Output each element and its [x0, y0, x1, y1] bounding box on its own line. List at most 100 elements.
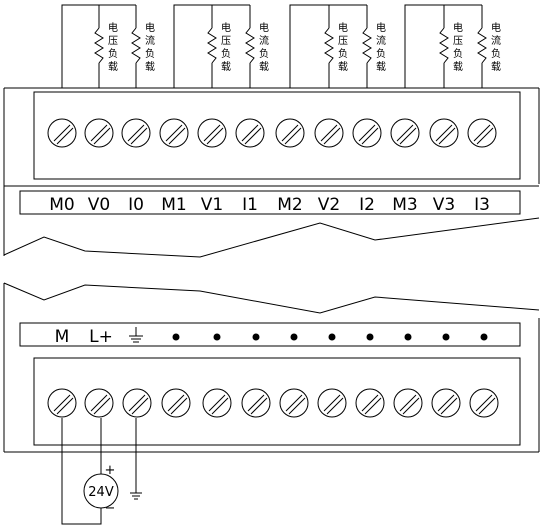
- voltage-load-char: 压: [108, 35, 118, 47]
- terminal-label-i1: I1: [242, 195, 258, 215]
- supply-voltage-label: 24V: [88, 485, 114, 500]
- voltage-load-char: 压: [338, 35, 348, 47]
- top-screw-terminal: [467, 118, 497, 148]
- bottom-screw-row: [47, 388, 499, 418]
- bottom-screw-terminal: [161, 388, 191, 418]
- top-screw-terminal: [429, 118, 459, 148]
- top-terminal-block: [33, 91, 521, 180]
- current-load-char: 负: [145, 47, 155, 60]
- bottom-screw-terminal: [393, 388, 423, 418]
- voltage-load-char: 电: [338, 21, 348, 34]
- lower-module-outline: [3, 282, 540, 453]
- voltage-load-char: 负: [453, 47, 463, 60]
- voltage-load-char: 压: [221, 35, 231, 47]
- bottom-screw-terminal: [202, 388, 232, 418]
- bottom-screw-terminal: [279, 388, 309, 418]
- resistor-icon: [324, 27, 334, 64]
- voltage-load-char: 负: [221, 47, 231, 60]
- bottom-screw-terminal: [317, 388, 347, 418]
- top-screw-terminal: [352, 118, 382, 148]
- resistor-icon: [439, 27, 449, 64]
- supply-minus-sign: −: [105, 501, 116, 516]
- unused-terminal-marker: [366, 333, 374, 341]
- voltage-load-char: 压: [453, 35, 463, 47]
- supply-wiring: [61, 418, 142, 525]
- bottom-screw-terminal: [84, 388, 114, 418]
- bottom-label-strip: [19, 322, 521, 347]
- unused-terminal-markers: [172, 333, 488, 341]
- unused-terminal-marker: [404, 333, 412, 341]
- upper-module-outline: [3, 87, 540, 258]
- terminal-label-m0: M0: [49, 195, 74, 215]
- bottom-terminal-block: [33, 357, 521, 446]
- bottom-screw-terminal: [355, 388, 385, 418]
- terminal-label-i3: I3: [474, 195, 490, 215]
- terminal-label-v0: V0: [88, 195, 110, 215]
- terminal-label-m1: M1: [161, 195, 186, 215]
- supply-plus-sign: +: [105, 463, 116, 478]
- unused-terminal-marker: [172, 333, 180, 341]
- voltage-load-char: 负: [108, 47, 118, 60]
- voltage-load-char: 电: [108, 21, 118, 34]
- unused-terminal-marker: [252, 333, 260, 341]
- current-load-char: 载: [145, 61, 155, 73]
- top-screw-terminal: [84, 118, 114, 148]
- top-label-strip: [19, 190, 521, 215]
- bottom-screw-terminal: [122, 388, 152, 418]
- voltage-load-char: 载: [338, 61, 348, 73]
- current-load-char: 载: [376, 61, 386, 73]
- top-screw-terminal: [121, 118, 151, 148]
- unused-terminal-marker: [442, 333, 450, 341]
- current-load-char: 载: [259, 61, 269, 73]
- supply-24v-circle: [83, 473, 119, 509]
- unused-terminal-marker: [213, 333, 221, 341]
- voltage-load-char: 电: [221, 21, 231, 34]
- voltage-load-char: 载: [108, 61, 118, 73]
- bottom-screw-terminal: [469, 388, 499, 418]
- resistor-icon: [245, 27, 255, 64]
- voltage-load-char: 电: [453, 21, 463, 34]
- top-screw-terminal: [197, 118, 227, 148]
- current-load-char: 流: [491, 34, 501, 47]
- current-load-char: 负: [376, 47, 386, 60]
- terminal-label-v1: V1: [201, 195, 223, 215]
- current-load-char: 电: [145, 21, 155, 34]
- bottom-screw-terminal: [47, 388, 77, 418]
- top-screw-terminal: [390, 118, 420, 148]
- current-load-char: 电: [491, 21, 501, 34]
- terminal-label-lplus: L+: [89, 327, 113, 347]
- terminal-label-v3: V3: [433, 195, 455, 215]
- top-screw-terminal: [235, 118, 265, 148]
- resistor-icon: [94, 27, 104, 64]
- terminal-label-m2: M2: [277, 195, 302, 215]
- resistor-icon: [477, 27, 487, 64]
- current-load-char: 负: [491, 47, 501, 60]
- resistor-icon: [131, 27, 141, 64]
- resistor-icon: [362, 27, 372, 64]
- terminal-label-m3: M3: [392, 195, 417, 215]
- current-load-char: 电: [259, 21, 269, 34]
- bottom-screw-terminal: [431, 388, 461, 418]
- terminal-label-v2: V2: [318, 195, 340, 215]
- current-load-char: 流: [376, 34, 386, 47]
- unused-terminal-marker: [290, 333, 298, 341]
- current-load-char: 流: [259, 34, 269, 47]
- bottom-screw-terminal: [241, 388, 271, 418]
- voltage-load-char: 载: [221, 61, 231, 73]
- top-screw-terminal: [47, 118, 77, 148]
- unused-terminal-marker: [328, 333, 336, 341]
- top-screw-terminal: [159, 118, 189, 148]
- current-load-char: 电: [376, 21, 386, 34]
- resistor-icon: [207, 27, 217, 64]
- terminal-label-m: M: [55, 327, 70, 347]
- voltage-load-char: 载: [453, 61, 463, 73]
- top-screw-row: [47, 118, 497, 148]
- unused-terminal-marker: [480, 333, 488, 341]
- ground-icon: [129, 327, 143, 343]
- voltage-load-char: 负: [338, 47, 348, 60]
